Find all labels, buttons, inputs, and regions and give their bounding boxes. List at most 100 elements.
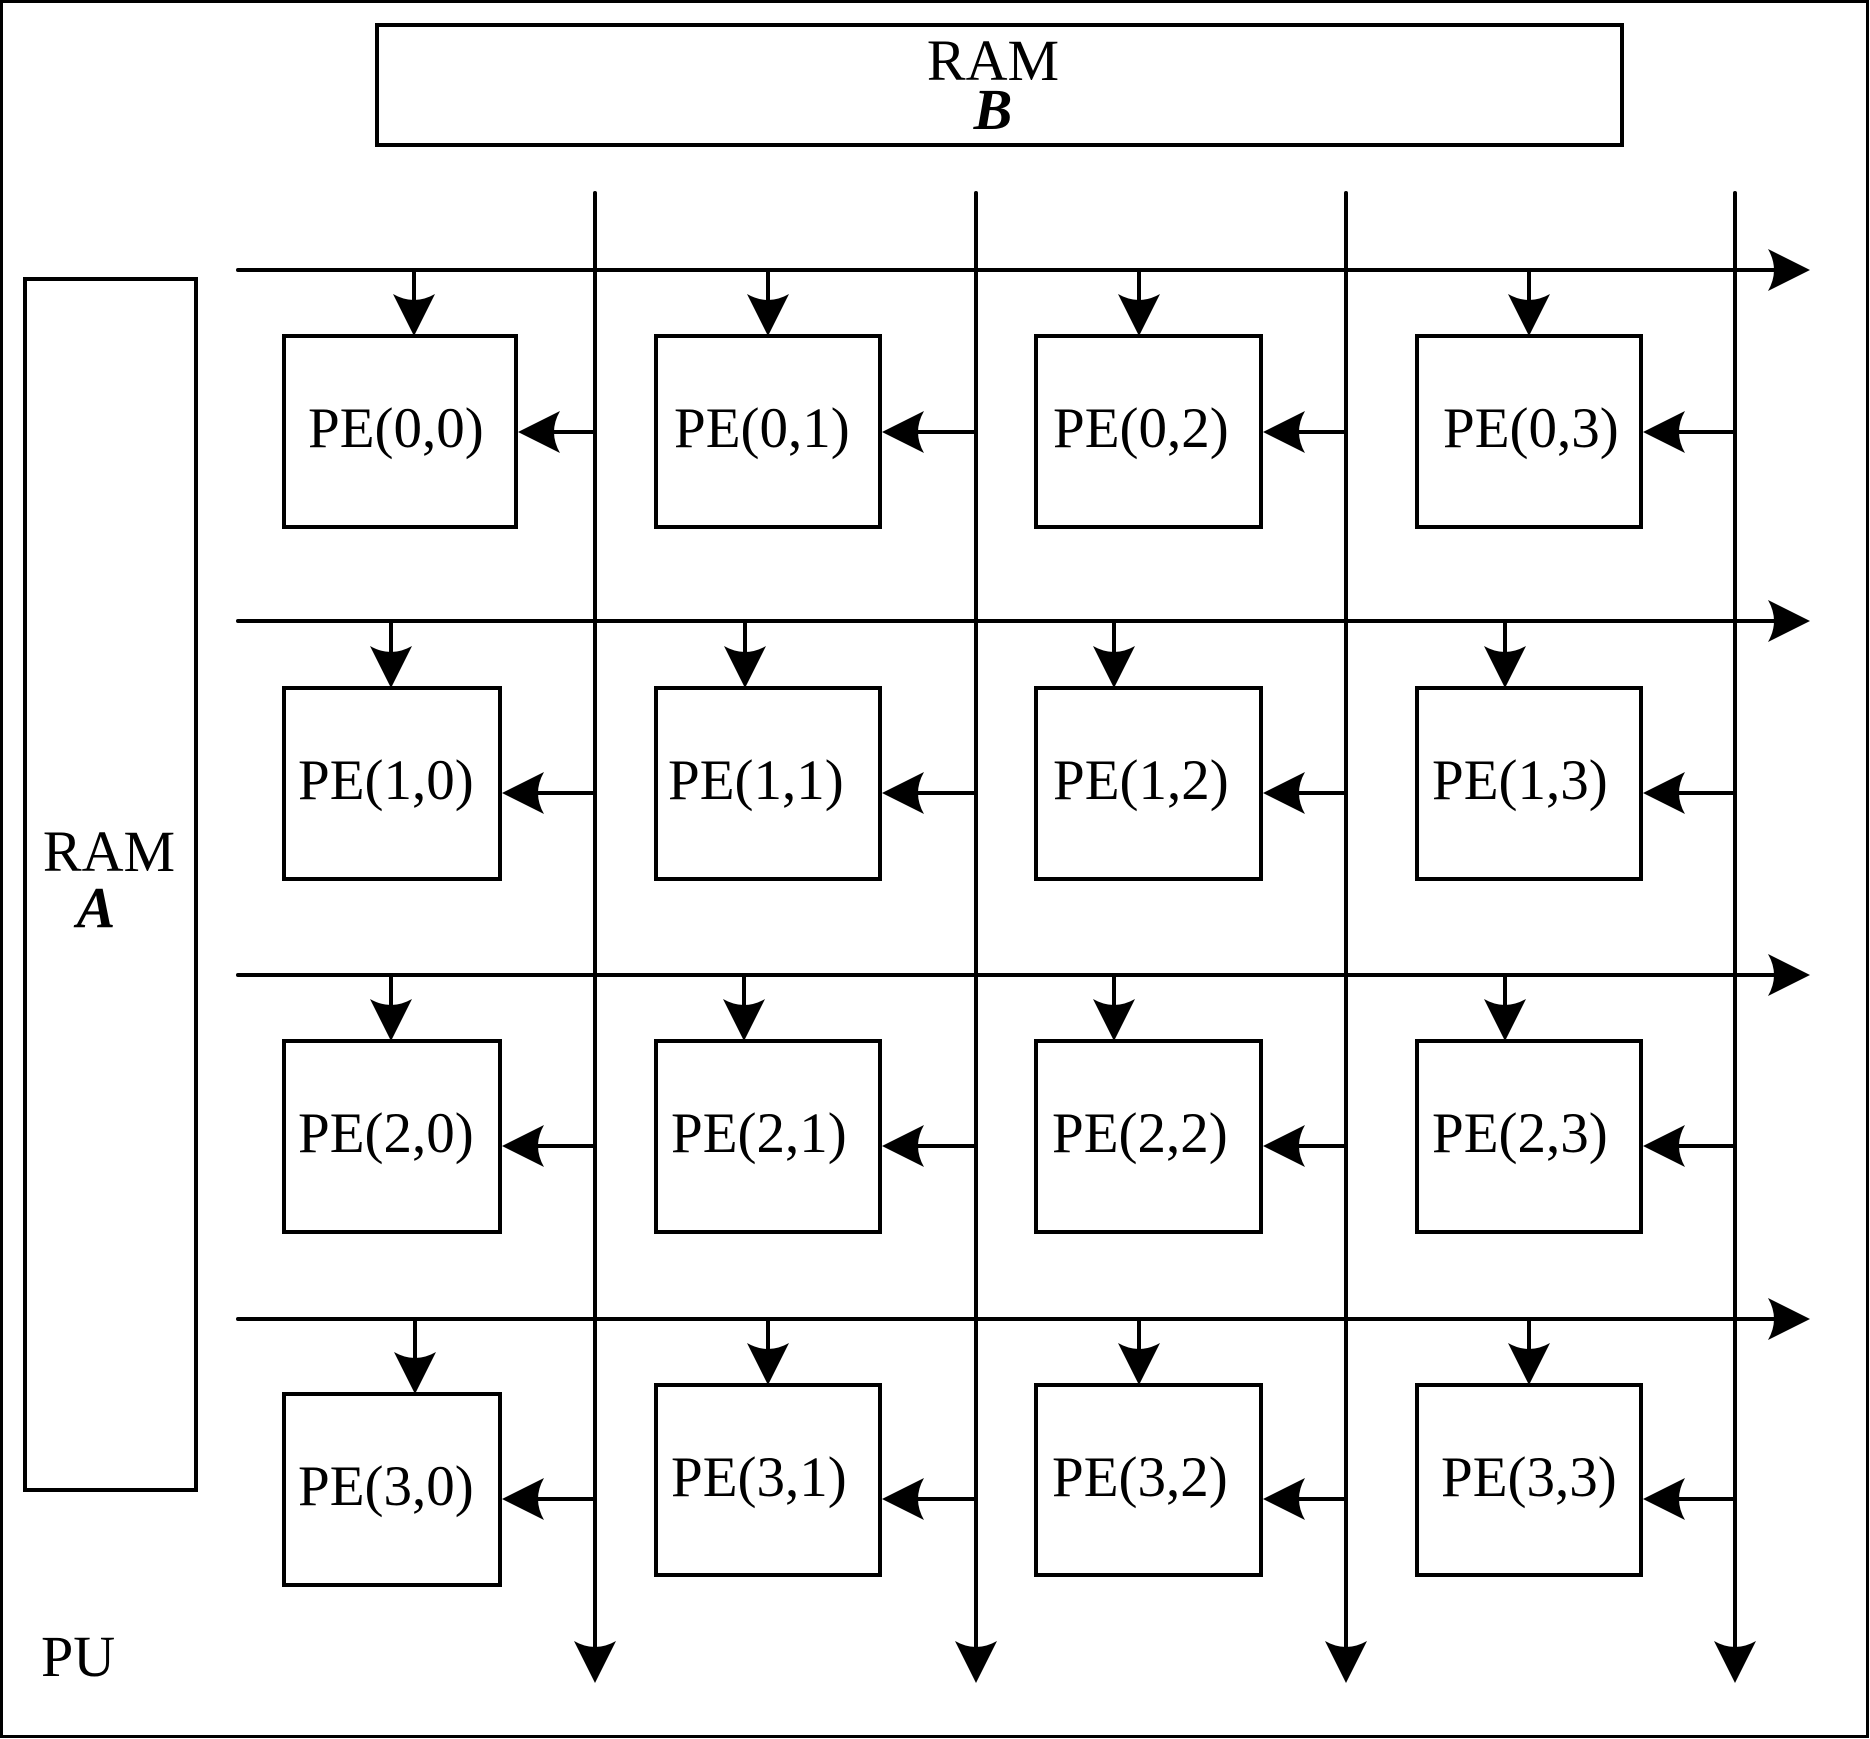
column-bus bbox=[574, 191, 616, 1683]
column-bus bbox=[955, 191, 997, 1683]
pe-2-3: PE(2,3) bbox=[1415, 975, 1735, 1234]
pe-box bbox=[1415, 1383, 1643, 1577]
pe-label: PE(3,1) bbox=[671, 1446, 847, 1509]
pe-box bbox=[1034, 686, 1263, 881]
down-arrow-icon bbox=[955, 1641, 997, 1683]
pe-box bbox=[282, 1039, 502, 1234]
pe-label: PE(0,1) bbox=[674, 397, 850, 460]
down-arrow-icon bbox=[1484, 999, 1526, 1041]
ram-a-title: RAM bbox=[43, 819, 175, 884]
pe-box bbox=[1415, 686, 1643, 881]
left-arrow-icon bbox=[882, 411, 924, 453]
left-arrow-icon bbox=[1263, 1478, 1305, 1520]
pe-1-0: PE(1,0) bbox=[282, 621, 595, 881]
left-arrow-icon bbox=[502, 1478, 544, 1520]
pe-label: PE(3,0) bbox=[298, 1455, 474, 1518]
right-arrow-icon bbox=[1768, 954, 1810, 996]
column-bus bbox=[1325, 191, 1367, 1683]
pe-box bbox=[1034, 1039, 1263, 1234]
pe-label: PE(0,2) bbox=[1053, 397, 1229, 460]
pe-grid: PE(0,0) PE(0,1) PE(0,2) PE(0,3) PE(1,0) PE(1,… bbox=[282, 270, 1735, 1587]
pe-0-1: PE(0,1) bbox=[654, 270, 976, 529]
pe-box bbox=[654, 686, 882, 881]
ram-a-block: RAM A bbox=[23, 277, 198, 1492]
down-arrow-icon bbox=[393, 294, 435, 336]
pe-label: PE(3,3) bbox=[1441, 1446, 1617, 1509]
right-arrow-icon bbox=[1768, 249, 1810, 291]
left-arrow-icon bbox=[518, 411, 560, 453]
pe-3-2: PE(3,2) bbox=[1034, 1319, 1346, 1577]
pe-label: PE(2,1) bbox=[671, 1102, 847, 1165]
down-arrow-icon bbox=[1508, 1343, 1550, 1385]
pe-box bbox=[1034, 334, 1263, 529]
pe-0-0: PE(0,0) bbox=[282, 270, 595, 529]
right-arrow-icon bbox=[1768, 600, 1810, 642]
pe-label: PE(1,1) bbox=[668, 749, 844, 812]
down-arrow-icon bbox=[1508, 294, 1550, 336]
pe-1-1: PE(1,1) bbox=[654, 621, 976, 881]
buses bbox=[236, 191, 1810, 1683]
row-bus bbox=[236, 954, 1810, 996]
pe-3-0: PE(3,0) bbox=[282, 1319, 595, 1587]
row-bus bbox=[236, 1298, 1810, 1340]
pe-box bbox=[1415, 334, 1643, 529]
pe-box bbox=[1034, 1383, 1263, 1577]
down-arrow-icon bbox=[1118, 1343, 1160, 1385]
down-arrow-icon bbox=[1325, 1641, 1367, 1683]
down-arrow-icon bbox=[1484, 646, 1526, 688]
pe-3-1: PE(3,1) bbox=[654, 1319, 976, 1577]
pe-box bbox=[282, 1392, 502, 1587]
pe-0-2: PE(0,2) bbox=[1034, 270, 1346, 529]
down-arrow-icon bbox=[370, 646, 412, 688]
pe-box bbox=[654, 1383, 882, 1577]
column-bus bbox=[1714, 191, 1756, 1683]
left-arrow-icon bbox=[1643, 1125, 1685, 1167]
left-arrow-icon bbox=[1263, 1125, 1305, 1167]
left-arrow-icon bbox=[882, 1125, 924, 1167]
pe-label: PE(1,2) bbox=[1053, 749, 1229, 812]
pe-1-2: PE(1,2) bbox=[1034, 621, 1346, 881]
down-arrow-icon bbox=[1714, 1641, 1756, 1683]
ram-b-block: RAM B bbox=[375, 23, 1624, 147]
row-bus bbox=[236, 600, 1810, 642]
pu-label: PU bbox=[41, 1624, 115, 1689]
down-arrow-icon bbox=[747, 1343, 789, 1385]
left-arrow-icon bbox=[1643, 411, 1685, 453]
down-arrow-icon bbox=[574, 1641, 616, 1683]
pe-box bbox=[282, 334, 518, 529]
pe-label: PE(2,0) bbox=[298, 1102, 474, 1165]
left-arrow-icon bbox=[1263, 772, 1305, 814]
pe-box bbox=[654, 1039, 882, 1234]
pe-label: PE(2,2) bbox=[1052, 1102, 1228, 1165]
pe-2-0: PE(2,0) bbox=[282, 975, 595, 1234]
ram-b-box bbox=[375, 23, 1624, 147]
down-arrow-icon bbox=[723, 999, 765, 1041]
pe-box bbox=[282, 686, 502, 881]
row-bus bbox=[236, 249, 1810, 291]
right-arrow-icon bbox=[1768, 1298, 1810, 1340]
down-arrow-icon bbox=[724, 646, 766, 688]
pe-label: PE(2,3) bbox=[1432, 1102, 1608, 1165]
left-arrow-icon bbox=[502, 772, 544, 814]
pe-0-3: PE(0,3) bbox=[1415, 270, 1735, 529]
pe-box bbox=[1415, 1039, 1643, 1234]
pe-label: PE(3,2) bbox=[1052, 1446, 1228, 1509]
pe-box bbox=[654, 334, 882, 529]
left-arrow-icon bbox=[1643, 1478, 1685, 1520]
left-arrow-icon bbox=[1263, 411, 1305, 453]
left-arrow-icon bbox=[882, 1478, 924, 1520]
pe-label: PE(1,0) bbox=[298, 749, 474, 812]
ram-a-name: A bbox=[74, 875, 116, 940]
pe-2-1: PE(2,1) bbox=[654, 975, 976, 1234]
pe-label: PE(1,3) bbox=[1432, 749, 1608, 812]
down-arrow-icon bbox=[370, 999, 412, 1041]
left-arrow-icon bbox=[1643, 772, 1685, 814]
pe-3-3: PE(3,3) bbox=[1415, 1319, 1735, 1577]
pe-label: PE(0,3) bbox=[1443, 397, 1619, 460]
down-arrow-icon bbox=[1093, 999, 1135, 1041]
left-arrow-icon bbox=[882, 772, 924, 814]
pe-1-3: PE(1,3) bbox=[1415, 621, 1735, 881]
